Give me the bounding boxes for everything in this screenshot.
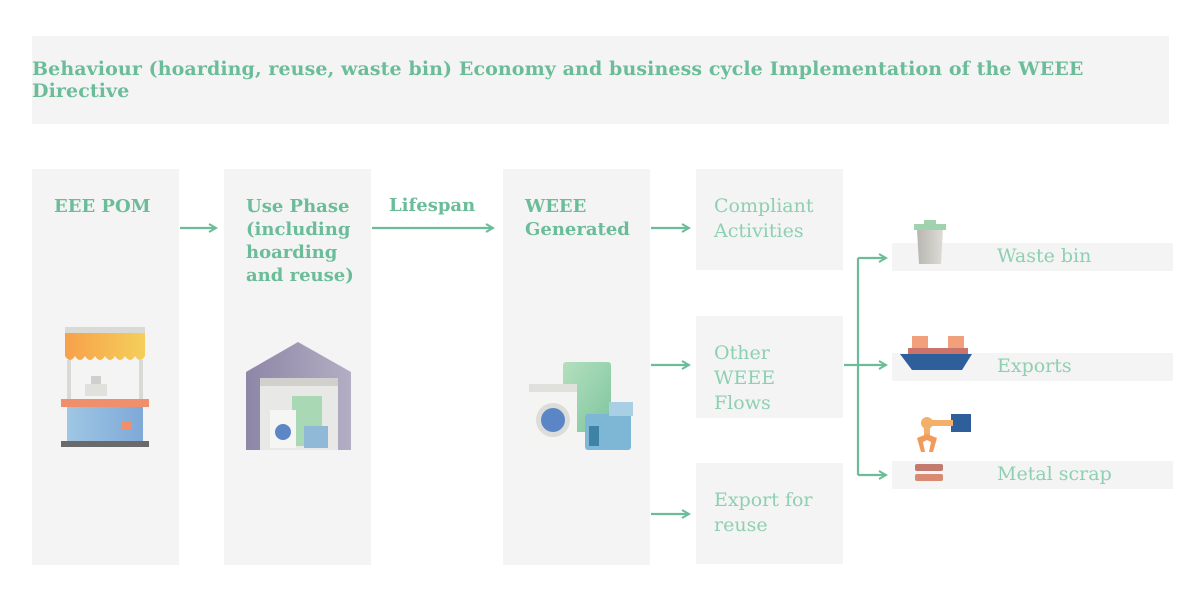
- column-use-phase-title: Use Phase (including hoarding and reuse): [246, 196, 354, 286]
- warehouse-icon: [246, 342, 351, 450]
- column-eee-pom: EEE POM: [32, 169, 179, 565]
- trash-bin-icon: [914, 220, 946, 264]
- box-export-for-reuse-text: Export for reuse: [714, 489, 813, 536]
- box-other-weee-flows-text: Other WEEE Flows: [714, 342, 776, 414]
- box-compliant-activities-text: Compliant Activities: [714, 195, 814, 242]
- box-export-for-reuse: Export for reuse: [696, 463, 843, 564]
- column-use-phase: Use Phase (including hoarding and reuse): [224, 169, 371, 565]
- scrap-claw-icon: [915, 414, 971, 481]
- box-other-weee-flows: Other WEEE Flows: [696, 316, 843, 418]
- column-eee-pom-title: EEE POM: [54, 196, 151, 217]
- dest-metal-scrap-text: Metal scrap: [997, 463, 1112, 485]
- market-stall-icon: [61, 327, 149, 447]
- header-banner: Behaviour (hoarding, reuse, waste bin) E…: [32, 36, 1169, 124]
- banner-title: Behaviour (hoarding, reuse, waste bin) E…: [32, 58, 1084, 102]
- dest-waste-bin-text: Waste bin: [997, 245, 1092, 267]
- column-weee-generated-title: WEEE Generated: [525, 196, 630, 240]
- dest-exports-text: Exports: [997, 355, 1072, 377]
- appliances-icon: [529, 362, 633, 450]
- lifespan-label: Lifespan: [389, 195, 476, 216]
- box-compliant-activities: Compliant Activities: [696, 169, 843, 270]
- cargo-ship-icon: [900, 336, 972, 370]
